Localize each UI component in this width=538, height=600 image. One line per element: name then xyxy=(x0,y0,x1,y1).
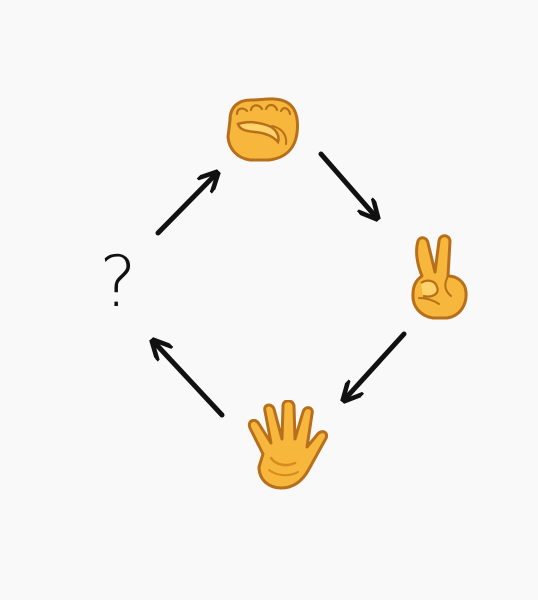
arrow-scissors-to-paper xyxy=(345,331,407,399)
victory-hand-icon xyxy=(411,234,468,320)
arrow-question-to-rock xyxy=(155,174,216,236)
raised-hand-with-fingers-splayed-icon xyxy=(247,400,329,490)
raised-fist-icon xyxy=(226,97,299,162)
arrow-rock-to-scissors xyxy=(318,151,376,217)
arrow-paper-to-question xyxy=(154,342,225,418)
question-mark: ? xyxy=(99,241,137,323)
